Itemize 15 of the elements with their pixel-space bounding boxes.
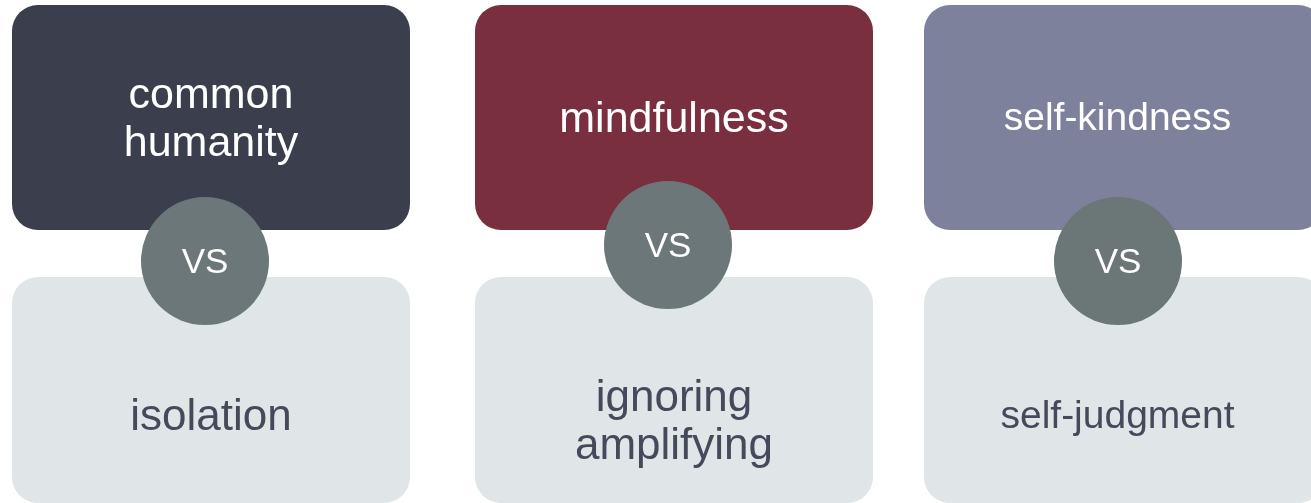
concept-label: common humanity (122, 70, 300, 165)
concept-label: self-judgment (1000, 393, 1235, 437)
vs-label: VS (644, 225, 692, 265)
concept-card (12, 5, 410, 230)
concept-label: mindfulness (559, 93, 789, 142)
vs-label: VS (181, 241, 229, 281)
concept-card (475, 277, 873, 503)
concept-card (475, 5, 873, 230)
concept-card (12, 277, 410, 503)
concept-label: self-kindness (1003, 96, 1232, 139)
concept-label: ignoring amplifying (573, 371, 775, 469)
concept-card (924, 5, 1311, 230)
vs-label: VS (1094, 241, 1142, 281)
concept-card (924, 277, 1311, 503)
concept-label: isolation (130, 390, 292, 440)
